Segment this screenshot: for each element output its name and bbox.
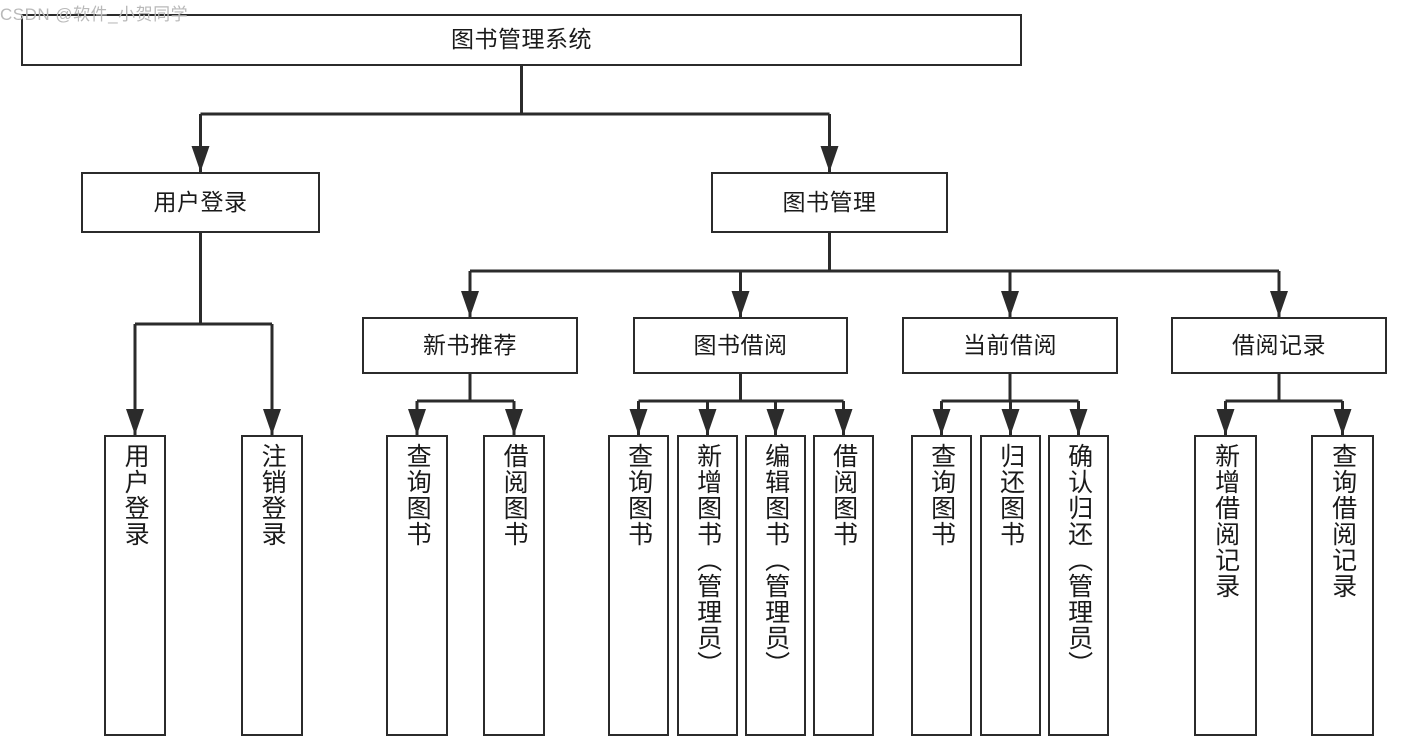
- node-leaf-13[interactable]: 查询借阅记录: [1311, 435, 1374, 736]
- node-label: 新书推荐: [423, 331, 517, 358]
- arrowhead: [191, 146, 210, 172]
- arrowhead: [1333, 409, 1352, 435]
- node-label: 查询图书: [403, 443, 432, 547]
- node-label: 新增图书（管理员）: [693, 443, 722, 677]
- node-leaf-1[interactable]: 用户登录: [104, 435, 166, 736]
- arrowhead: [1001, 409, 1020, 435]
- node-label: 归还图书: [996, 443, 1025, 547]
- node-leaf-11[interactable]: 确认归还（管理员）: [1048, 435, 1109, 736]
- node-label: 确认归还（管理员）: [1064, 443, 1093, 677]
- node-leaf-7[interactable]: 编辑图书（管理员）: [745, 435, 806, 736]
- node-leaf-4[interactable]: 借阅图书: [483, 435, 545, 736]
- watermark-text: CSDN @软件_小贺同学: [0, 5, 189, 24]
- node-leaf-3[interactable]: 查询图书: [386, 435, 448, 736]
- node-label: 图书管理系统: [451, 26, 592, 53]
- node-label: 注销登录: [258, 443, 287, 547]
- node-user-login[interactable]: 用户登录: [81, 172, 320, 233]
- node-label: 图书借阅: [693, 331, 788, 358]
- node-book-mgmt[interactable]: 图书管理: [711, 172, 948, 233]
- node-root[interactable]: 图书管理系统: [21, 14, 1022, 66]
- node-label: 查询图书: [927, 443, 956, 547]
- node-leaf-8[interactable]: 借阅图书: [813, 435, 874, 736]
- arrowhead: [932, 409, 951, 435]
- node-label: 借阅记录: [1232, 331, 1326, 358]
- node-label: 编辑图书（管理员）: [761, 443, 790, 677]
- arrowhead: [408, 409, 426, 435]
- node-leaf-9[interactable]: 查询图书: [911, 435, 972, 736]
- node-label: 当前借阅: [963, 331, 1057, 358]
- arrowhead: [461, 291, 479, 317]
- node-leaf-10[interactable]: 归还图书: [980, 435, 1041, 736]
- arrowhead: [505, 409, 523, 435]
- node-label: 图书管理: [782, 188, 877, 215]
- arrowhead: [766, 409, 785, 435]
- node-label: 查询图书: [624, 443, 653, 547]
- node-book-borrow[interactable]: 图书借阅: [633, 317, 848, 374]
- arrowhead: [731, 291, 750, 317]
- node-label: 新增借阅记录: [1211, 443, 1240, 599]
- arrowhead: [1216, 409, 1235, 435]
- node-label: 借阅图书: [829, 443, 858, 547]
- node-borrow-log[interactable]: 借阅记录: [1171, 317, 1387, 374]
- arrowhead: [126, 409, 144, 435]
- node-leaf-12[interactable]: 新增借阅记录: [1194, 435, 1257, 736]
- arrowhead: [820, 146, 839, 172]
- node-leaf-5[interactable]: 查询图书: [608, 435, 669, 736]
- arrowhead: [263, 409, 281, 435]
- node-cur-borrow[interactable]: 当前借阅: [902, 317, 1118, 374]
- node-label: 借阅图书: [500, 443, 529, 547]
- node-leaf-2[interactable]: 注销登录: [241, 435, 303, 736]
- node-label: 用户登录: [153, 188, 248, 215]
- arrowhead: [834, 409, 853, 435]
- arrowhead: [1270, 291, 1288, 317]
- arrowhead: [1069, 409, 1088, 435]
- arrowhead: [698, 409, 717, 435]
- node-leaf-6[interactable]: 新增图书（管理员）: [677, 435, 738, 736]
- node-new-book-rec[interactable]: 新书推荐: [362, 317, 578, 374]
- arrowhead: [1001, 291, 1019, 317]
- node-label: 查询借阅记录: [1328, 443, 1357, 599]
- node-label: 用户登录: [121, 443, 150, 547]
- arrowhead: [629, 409, 648, 435]
